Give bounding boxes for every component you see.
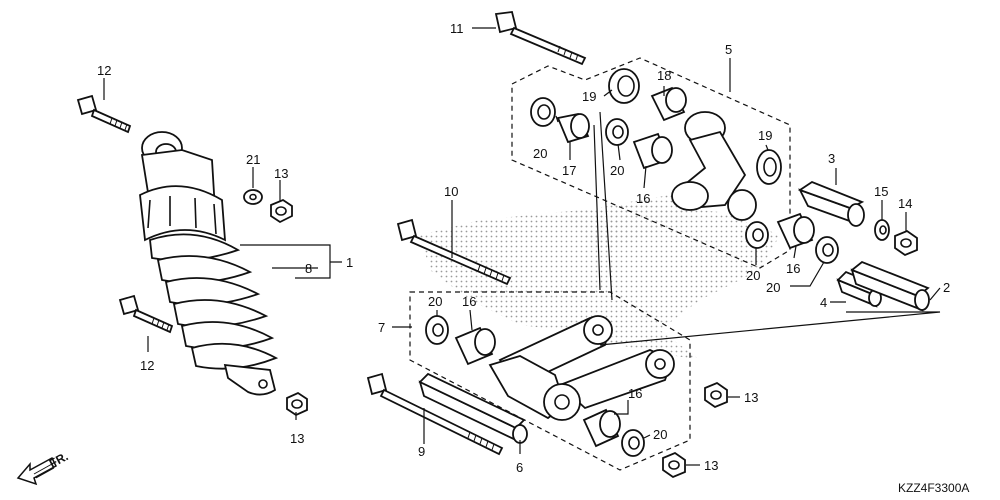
callout-18: 18 (657, 68, 671, 83)
needle-bearing-16-link-right (582, 408, 621, 448)
dust-seal-20-arm-low (745, 221, 769, 249)
callout-19-left: 19 (582, 89, 596, 104)
callout-20-arm-low: 20 (746, 268, 760, 283)
callout-13-link-right: 13 (744, 390, 758, 405)
callout-12-bottom: 12 (140, 358, 154, 373)
oil-seal-19-left (608, 68, 640, 104)
callout-16-link: 16 (462, 294, 476, 309)
cushion-arm (671, 111, 757, 221)
callout-10: 10 (444, 184, 458, 199)
callout-1: 1 (346, 255, 353, 270)
callout-2: 2 (943, 280, 950, 295)
diagram-reference-code: KZZ4F3300A (898, 481, 969, 495)
callout-8: 8 (305, 261, 312, 276)
callout-15: 15 (874, 184, 888, 199)
bolt-10 (396, 218, 512, 286)
washer-15 (874, 219, 890, 241)
needle-bearing-18 (650, 86, 687, 122)
arm-assembly-box (511, 57, 791, 269)
callout-9: 9 (418, 444, 425, 459)
bolt-12-top (76, 94, 132, 134)
nut-13-shock-top (270, 198, 293, 224)
callout-20-arm-mid: 20 (610, 163, 624, 178)
cushion-link (488, 315, 675, 421)
washer-21 (243, 189, 263, 205)
callout-16-arm-right: 16 (786, 261, 800, 276)
callout-7: 7 (378, 320, 385, 335)
needle-bearing-16-arm-left (632, 132, 673, 170)
callout-20-arm-right: 20 (766, 280, 780, 295)
dust-seal-20-arm-mid (605, 118, 629, 146)
oil-seal-19-right (756, 149, 782, 185)
callout-13-shock-bottom: 13 (290, 431, 304, 446)
dust-seal-20-link-left (425, 315, 449, 345)
callout-5: 5 (725, 42, 732, 57)
callout-20-link-right: 20 (653, 427, 667, 442)
nut-13-link-bottom (662, 451, 686, 479)
callout-3: 3 (828, 151, 835, 166)
dust-seal-20-arm-right (815, 236, 839, 264)
callout-6: 6 (516, 460, 523, 475)
callout-4: 4 (820, 295, 827, 310)
collar-3 (798, 180, 865, 227)
callout-16-arm-left: 16 (636, 191, 650, 206)
link-assembly-box (409, 291, 691, 471)
rear-shock-absorber (139, 131, 279, 396)
callout-13-shock-top: 13 (274, 166, 288, 181)
collar-6 (418, 372, 528, 444)
callout-21: 21 (246, 152, 260, 167)
callout-labels: 12 12 21 13 1 8 13 11 5 18 19 20 17 20 1… (97, 21, 950, 475)
callout-17: 17 (562, 163, 576, 178)
callout-12-top: 12 (97, 63, 111, 78)
needle-bearing-16-link (454, 326, 496, 366)
collar-2 (850, 260, 930, 312)
bolt-9 (366, 372, 504, 456)
callout-16-link-right: 16 (628, 386, 642, 401)
callout-13-link-bottom: 13 (704, 458, 718, 473)
dust-seal-20-arm-left (530, 97, 556, 127)
callout-20-link-left: 20 (428, 294, 442, 309)
dust-seal-20-link-right (621, 429, 645, 457)
bushing-17 (556, 112, 590, 144)
nut-14 (894, 229, 918, 257)
bolt-12-bottom (118, 294, 174, 334)
front-direction-indicator: FR. (16, 449, 70, 486)
needle-bearing-16-arm-right (776, 212, 815, 250)
callout-20-arm-left: 20 (533, 146, 547, 161)
callout-14: 14 (898, 196, 912, 211)
callout-19-right: 19 (758, 128, 772, 143)
nut-13-shock-bottom (286, 391, 308, 417)
bolt-11 (494, 11, 587, 66)
callout-11: 11 (450, 21, 464, 36)
nut-13-link-right (704, 381, 728, 409)
leader-lines (103, 27, 941, 466)
